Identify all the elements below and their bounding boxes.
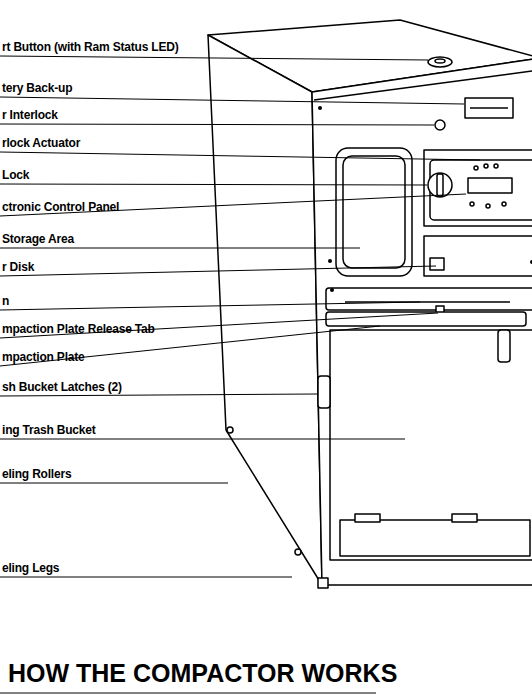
drawer <box>326 288 532 310</box>
leader-line <box>0 56 428 60</box>
storage-area-door <box>336 148 412 276</box>
panel-button <box>470 202 474 206</box>
part-label: eling Rollers <box>2 467 71 481</box>
leader-line <box>0 483 228 484</box>
leader-line <box>0 97 464 104</box>
part-label: ing Trash Bucket <box>2 423 96 437</box>
part-label: n <box>2 294 9 308</box>
part-label: ctronic Control Panel <box>2 200 119 214</box>
part-label: rlock Actuator <box>2 136 80 150</box>
panel-button <box>502 202 506 206</box>
cabinet-front <box>312 58 532 585</box>
ram-led <box>435 59 445 63</box>
leader-line <box>0 184 427 185</box>
bucket-base <box>340 520 530 556</box>
leader-line <box>0 248 360 249</box>
part-label: tery Back-up <box>2 81 72 95</box>
part-label: r Interlock <box>2 108 58 122</box>
leader-line <box>0 194 466 216</box>
trash-bucket <box>330 330 532 560</box>
part-label: r Disk <box>2 260 34 274</box>
leader-line <box>0 302 420 310</box>
lock-knob <box>428 173 452 197</box>
filter-disk-slot <box>430 258 444 270</box>
leveling-roller <box>227 427 233 433</box>
panel-button <box>494 164 498 168</box>
disk-panel <box>424 236 532 276</box>
storage-area-inner <box>343 156 405 268</box>
cabinet-side <box>208 35 322 585</box>
lock-knob-grip <box>437 174 443 196</box>
leader-line <box>0 124 434 125</box>
part-label: mpaction Plate Release Tab <box>2 322 155 336</box>
title-rule <box>0 693 376 694</box>
control-display <box>468 178 512 193</box>
leader-line <box>0 439 405 440</box>
bucket-latch <box>318 376 330 408</box>
bucket-latch <box>498 330 510 362</box>
battery-backup <box>465 98 513 118</box>
control-panel <box>424 150 532 226</box>
leveling-leg <box>318 578 328 588</box>
start-button <box>428 57 452 67</box>
hinge <box>452 514 477 522</box>
hinge <box>355 514 380 522</box>
leader-line <box>0 266 436 276</box>
leader-line <box>0 313 438 338</box>
section-title: HOW THE COMPACTOR WORKS <box>8 659 397 687</box>
leader-line <box>0 152 480 160</box>
leveling-roller <box>295 549 301 555</box>
panel-button <box>474 166 478 170</box>
part-label: mpaction Plate <box>2 350 85 364</box>
part-label: eling Legs <box>2 561 59 575</box>
top-trim <box>314 70 532 100</box>
leader-line <box>0 394 317 396</box>
part-label: sh Bucket Latches (2) <box>2 380 122 394</box>
interlock <box>435 120 445 130</box>
part-label: Storage Area <box>2 232 74 246</box>
part-label: rt Button (with Ram Status LED) <box>2 40 178 54</box>
part-label: Lock <box>2 168 29 182</box>
battery-slot <box>470 107 508 109</box>
leader-line <box>0 577 292 578</box>
panel-button <box>486 204 490 208</box>
panel-button <box>484 164 488 168</box>
